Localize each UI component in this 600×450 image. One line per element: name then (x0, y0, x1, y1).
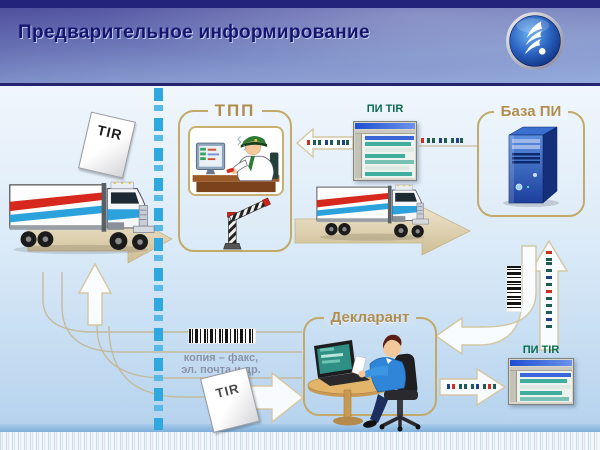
arrow-up-to-baza (529, 239, 569, 351)
barrier-illustration (223, 197, 271, 250)
pi-tir-bottom-label: ПИ TIR (522, 344, 560, 356)
server-illustration (503, 126, 559, 207)
declarant-node-label: Декларант (303, 309, 437, 326)
top-strip (0, 0, 600, 8)
form-side-bar (355, 134, 362, 178)
form-title-bar (355, 123, 415, 129)
pi-tir-top-label: ПИ TIR (366, 103, 404, 115)
page-title: Предварительное информирование (18, 22, 370, 43)
copy-barcode-horizontal (188, 328, 256, 344)
tpp-node-label: ТПП (178, 101, 292, 121)
form-menu-bar (355, 130, 415, 134)
form-title-bar (510, 360, 572, 366)
company-logo (506, 12, 564, 70)
data-bits (307, 138, 552, 389)
footer-strip (0, 432, 600, 450)
customs-officer-illustration (190, 128, 282, 194)
form-side-bar (510, 371, 517, 402)
copy-note-line1: копия – факс, (183, 352, 259, 364)
declarant-illustration (307, 334, 421, 432)
bottom-band (0, 424, 600, 432)
pi-tir-form-window-bottom (508, 358, 574, 405)
header (0, 8, 600, 86)
truck-crossing-illustration (314, 174, 430, 243)
pi-tir-form-window-top (353, 121, 417, 181)
form-menu-bar (510, 367, 572, 371)
customs-border-dashed-line (154, 88, 163, 430)
form-body (510, 371, 572, 402)
form-body (355, 134, 415, 178)
tir-carnet-label: TIR (95, 121, 125, 144)
sail-icon (524, 21, 546, 55)
customs-officer-picture (188, 126, 284, 196)
tir-copy-label: TIR (214, 380, 242, 401)
registration-barcode-vertical (506, 265, 522, 312)
arrow-up-to-carrier (77, 262, 113, 326)
truck-carrier-illustration (6, 168, 156, 257)
baza-pi-node-label: База ПИ (477, 103, 585, 120)
